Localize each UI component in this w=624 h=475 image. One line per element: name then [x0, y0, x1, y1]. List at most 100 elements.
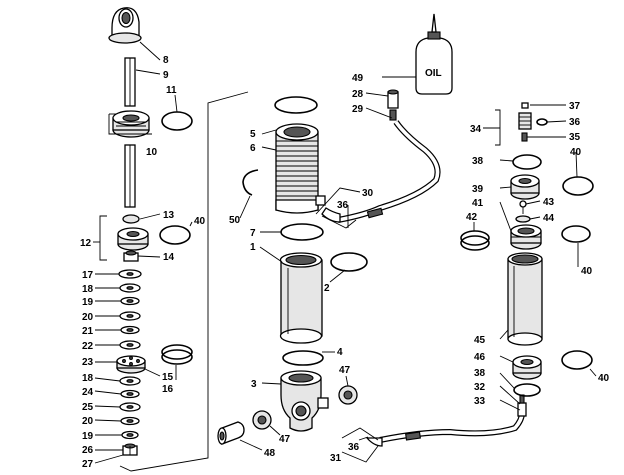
callout-19-lower: 19 [82, 431, 94, 442]
callout-17: 17 [82, 270, 94, 281]
shock-body-assembly [217, 96, 368, 445]
callout-26: 26 [82, 445, 94, 456]
callout-39: 39 [472, 184, 484, 195]
hose-assembly-upper [321, 89, 441, 223]
piston-rod-upper [124, 57, 136, 107]
callout-42: 42 [466, 212, 478, 223]
floating-piston-41 [510, 224, 542, 250]
callout-14: 14 [163, 252, 175, 263]
o-ring-40-upper [562, 176, 594, 196]
screw-43 [519, 200, 527, 214]
reservoir-tube-45 [507, 252, 543, 346]
callout-35: 35 [569, 132, 581, 143]
callout-8: 8 [163, 55, 169, 66]
callout-23: 23 [82, 357, 94, 368]
callout-27: 27 [82, 459, 94, 470]
callout-40-lower: 40 [598, 373, 610, 384]
callout-22: 22 [82, 341, 94, 352]
callout-36-lower: 36 [348, 442, 360, 453]
washer-44 [515, 215, 531, 223]
callout-40-middle: 40 [581, 266, 593, 277]
callout-1: 1 [250, 242, 256, 253]
reservoir-cap-39 [510, 174, 540, 200]
callout-6: 6 [250, 143, 256, 154]
callout-46: 46 [474, 352, 486, 363]
washer-13 [122, 214, 140, 224]
fitting-33 [517, 394, 527, 417]
hose-assembly-lower [365, 394, 527, 447]
callout-49: 49 [352, 73, 364, 84]
group-brackets [93, 91, 501, 472]
leader-lines [94, 41, 597, 464]
callout-40-upper: 40 [570, 147, 582, 158]
callout-4: 4 [337, 347, 343, 358]
sleeve-48 [217, 421, 245, 445]
shim-stack-upper [118, 269, 142, 350]
fitting-28 [387, 89, 399, 121]
callout-29: 29 [352, 104, 364, 115]
callout-labels: 8 9 11 10 13 40 12 14 17 18 19 20 21 22 … [80, 55, 610, 470]
callout-15: 15 [162, 372, 174, 383]
callout-31: 31 [330, 453, 342, 464]
callout-21: 21 [82, 326, 94, 337]
callout-3: 3 [251, 379, 257, 390]
threaded-body [275, 123, 326, 214]
callout-37: 37 [569, 101, 581, 112]
piston-part [117, 227, 149, 251]
callout-41: 41 [472, 198, 484, 209]
piston-ring-15 [161, 344, 193, 365]
callout-24: 24 [82, 387, 94, 398]
callout-20-upper: 20 [82, 312, 94, 323]
o-ring-5 [274, 96, 318, 114]
callout-48: 48 [264, 448, 276, 459]
eyelet-part [108, 7, 142, 44]
shim-stack-lower [119, 376, 141, 440]
callout-47-right: 47 [339, 365, 351, 376]
callout-20-lower: 20 [82, 416, 94, 427]
o-ring-40-lower [561, 350, 593, 370]
shaft-assembly [108, 7, 193, 456]
callout-40-left: 40 [194, 216, 206, 227]
callout-43: 43 [543, 197, 555, 208]
callout-36-upper: 36 [337, 200, 349, 211]
seal-head-part [112, 110, 150, 138]
callout-36-right: 36 [569, 117, 581, 128]
callout-11: 11 [166, 85, 177, 96]
o-ring-40-left [159, 225, 191, 245]
bushing-47-right [338, 385, 358, 405]
o-ring-38-lower [513, 383, 541, 397]
o-ring-4 [282, 350, 324, 366]
piston-rod-lower [124, 144, 136, 208]
callout-2: 2 [324, 283, 330, 294]
callout-18-upper: 18 [82, 284, 94, 295]
callout-10: 10 [146, 147, 158, 158]
o-ring-11 [161, 111, 193, 131]
callout-47-left: 47 [279, 434, 291, 445]
callout-45: 45 [474, 335, 486, 346]
clip-50 [242, 169, 259, 196]
callout-32: 32 [474, 382, 486, 393]
bushing-47-left [252, 410, 272, 430]
callout-38-upper: 38 [472, 156, 484, 167]
nut-14 [123, 250, 139, 262]
valve-34 [518, 102, 548, 142]
nut-27 [122, 443, 138, 456]
callout-7: 7 [250, 228, 256, 239]
o-ring-40-middle [561, 225, 591, 243]
callout-30: 30 [362, 188, 374, 199]
o-ring-7 [280, 223, 324, 241]
callout-12: 12 [80, 238, 92, 249]
inner-tube [279, 252, 323, 344]
callout-44: 44 [543, 213, 555, 224]
callout-34: 34 [470, 124, 482, 135]
callout-5: 5 [250, 129, 256, 140]
ring-42 [460, 230, 490, 251]
bottom-eyelet [280, 370, 329, 432]
callout-16: 16 [162, 384, 174, 395]
callout-19-upper: 19 [82, 297, 94, 308]
callout-9: 9 [163, 70, 169, 81]
callout-13: 13 [163, 210, 175, 221]
end-cap-46 [512, 355, 542, 380]
callout-28: 28 [352, 89, 364, 100]
